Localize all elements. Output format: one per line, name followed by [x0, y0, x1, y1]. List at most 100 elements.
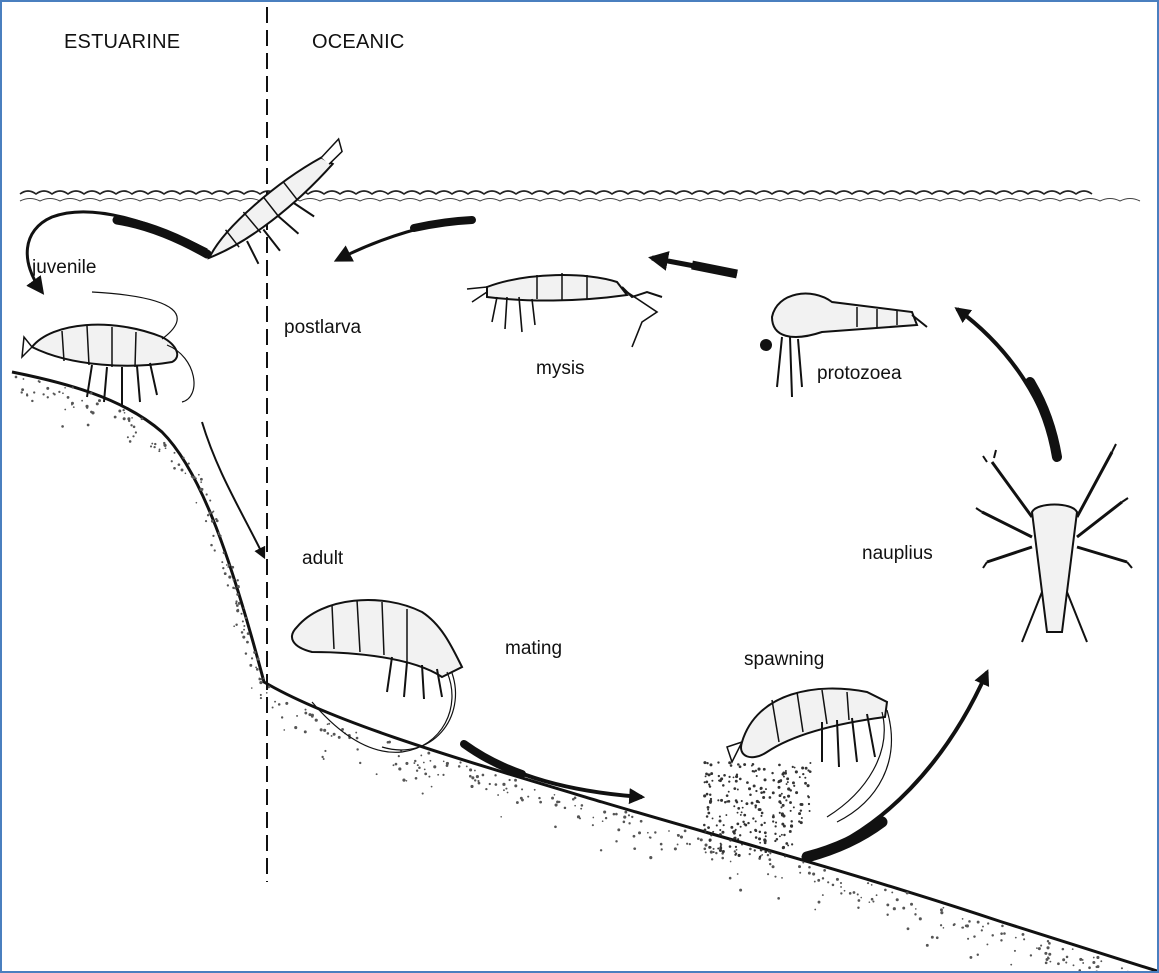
sediment-dot	[832, 884, 835, 887]
egg-dot	[779, 794, 782, 797]
sediment-dot	[1096, 965, 1099, 968]
sediment-dot	[987, 922, 989, 924]
egg-dot	[787, 787, 790, 790]
sediment-dot	[428, 776, 430, 778]
zone-label-estuarine: ESTUARINE	[64, 32, 180, 52]
egg-dot	[809, 762, 811, 764]
egg-dot	[764, 831, 767, 834]
sediment-dot	[1047, 940, 1049, 942]
sediment-dot	[192, 476, 195, 479]
sediment-dot	[232, 587, 234, 589]
sediment-dot	[1015, 937, 1017, 939]
egg-dot	[735, 829, 737, 831]
egg-dot	[720, 843, 722, 845]
egg-dot	[780, 802, 782, 804]
sediment-dot	[324, 750, 326, 752]
egg-dot	[736, 801, 739, 804]
egg-dot	[704, 829, 707, 832]
sediment-dot	[15, 376, 18, 379]
sediment-dot	[555, 803, 558, 806]
sediment-dot	[1093, 957, 1095, 959]
sediment-dot	[844, 890, 846, 892]
sediment-dot	[654, 831, 656, 833]
egg-dot	[736, 823, 739, 826]
stage-label-juvenile: juvenile	[32, 258, 96, 277]
egg-dot	[783, 825, 786, 828]
sediment-dot	[474, 779, 476, 781]
sediment-dot	[304, 730, 307, 733]
sediment-dot	[459, 761, 461, 763]
egg-dot	[804, 782, 807, 785]
sediment-dot	[1001, 925, 1004, 928]
sediment-dot	[497, 794, 499, 796]
sediment-dot	[114, 416, 117, 419]
sediment-dot	[321, 756, 323, 758]
sediment-dot	[940, 908, 943, 911]
sediment-dot	[953, 923, 955, 925]
egg-dot	[781, 834, 783, 836]
sediment-dot	[686, 843, 688, 845]
egg-dot	[737, 812, 739, 814]
egg-dot	[728, 791, 730, 793]
egg-dot	[780, 806, 782, 808]
egg-dot	[798, 812, 801, 815]
egg-dot	[793, 806, 795, 808]
sediment-dot	[251, 657, 253, 659]
sediment-dot	[331, 735, 333, 737]
sediment-dot	[150, 445, 152, 447]
sediment-dot	[214, 549, 216, 551]
stage-label-mating: mating	[505, 639, 562, 658]
sediment-dot	[485, 788, 487, 790]
sediment-dot	[962, 918, 964, 920]
sediment-dot	[514, 779, 517, 782]
sediment-dot	[141, 417, 144, 420]
sediment-dot	[1079, 958, 1082, 961]
sediment-dot	[153, 446, 155, 448]
sediment-dot	[891, 891, 893, 893]
sediment-dot	[1088, 966, 1091, 969]
egg-dot	[800, 821, 803, 824]
sediment-dot	[674, 847, 677, 850]
sediment-dot	[67, 396, 70, 399]
sediment-dot	[516, 801, 519, 804]
sediment-dot	[700, 838, 703, 841]
sediment-dot	[406, 780, 408, 782]
sediment-dot	[521, 788, 523, 790]
sediment-dot	[311, 715, 314, 718]
sediment-dot	[767, 854, 769, 856]
sediment-dot	[224, 572, 227, 575]
egg-dot	[728, 800, 731, 803]
sediment-dot	[906, 892, 909, 895]
sediment-dot	[256, 657, 259, 660]
egg-dot	[747, 822, 749, 824]
sediment-dot	[730, 861, 732, 863]
sediment-dot	[212, 535, 214, 537]
egg-dot	[782, 846, 785, 849]
sediment-dot	[243, 629, 245, 631]
egg-dot	[748, 787, 751, 790]
egg-dot	[709, 763, 712, 766]
sediment-dot	[395, 763, 398, 766]
sediment-dot	[1062, 958, 1065, 961]
sediment-dot	[46, 387, 49, 390]
sediment-dot	[505, 788, 507, 790]
sediment-dot	[471, 776, 474, 779]
sediment-dot	[260, 678, 263, 681]
sediment-dot	[680, 835, 683, 838]
sediment-dot	[689, 843, 691, 845]
sediment-dot	[1062, 948, 1065, 951]
sediment-dot	[235, 624, 237, 626]
egg-dot	[760, 849, 763, 852]
sediment-dot	[247, 632, 250, 635]
egg-dot	[754, 849, 756, 851]
sediment-dot	[165, 447, 167, 449]
sediment-dot	[840, 882, 842, 884]
egg-dot	[737, 838, 739, 840]
sediment-dot	[509, 779, 511, 781]
egg-dot	[772, 814, 774, 816]
sediment-dot	[173, 467, 176, 470]
sediment-dot	[772, 865, 775, 868]
sediment-dot	[767, 873, 769, 875]
egg-dot	[733, 832, 736, 835]
sediment-dot	[482, 774, 485, 777]
